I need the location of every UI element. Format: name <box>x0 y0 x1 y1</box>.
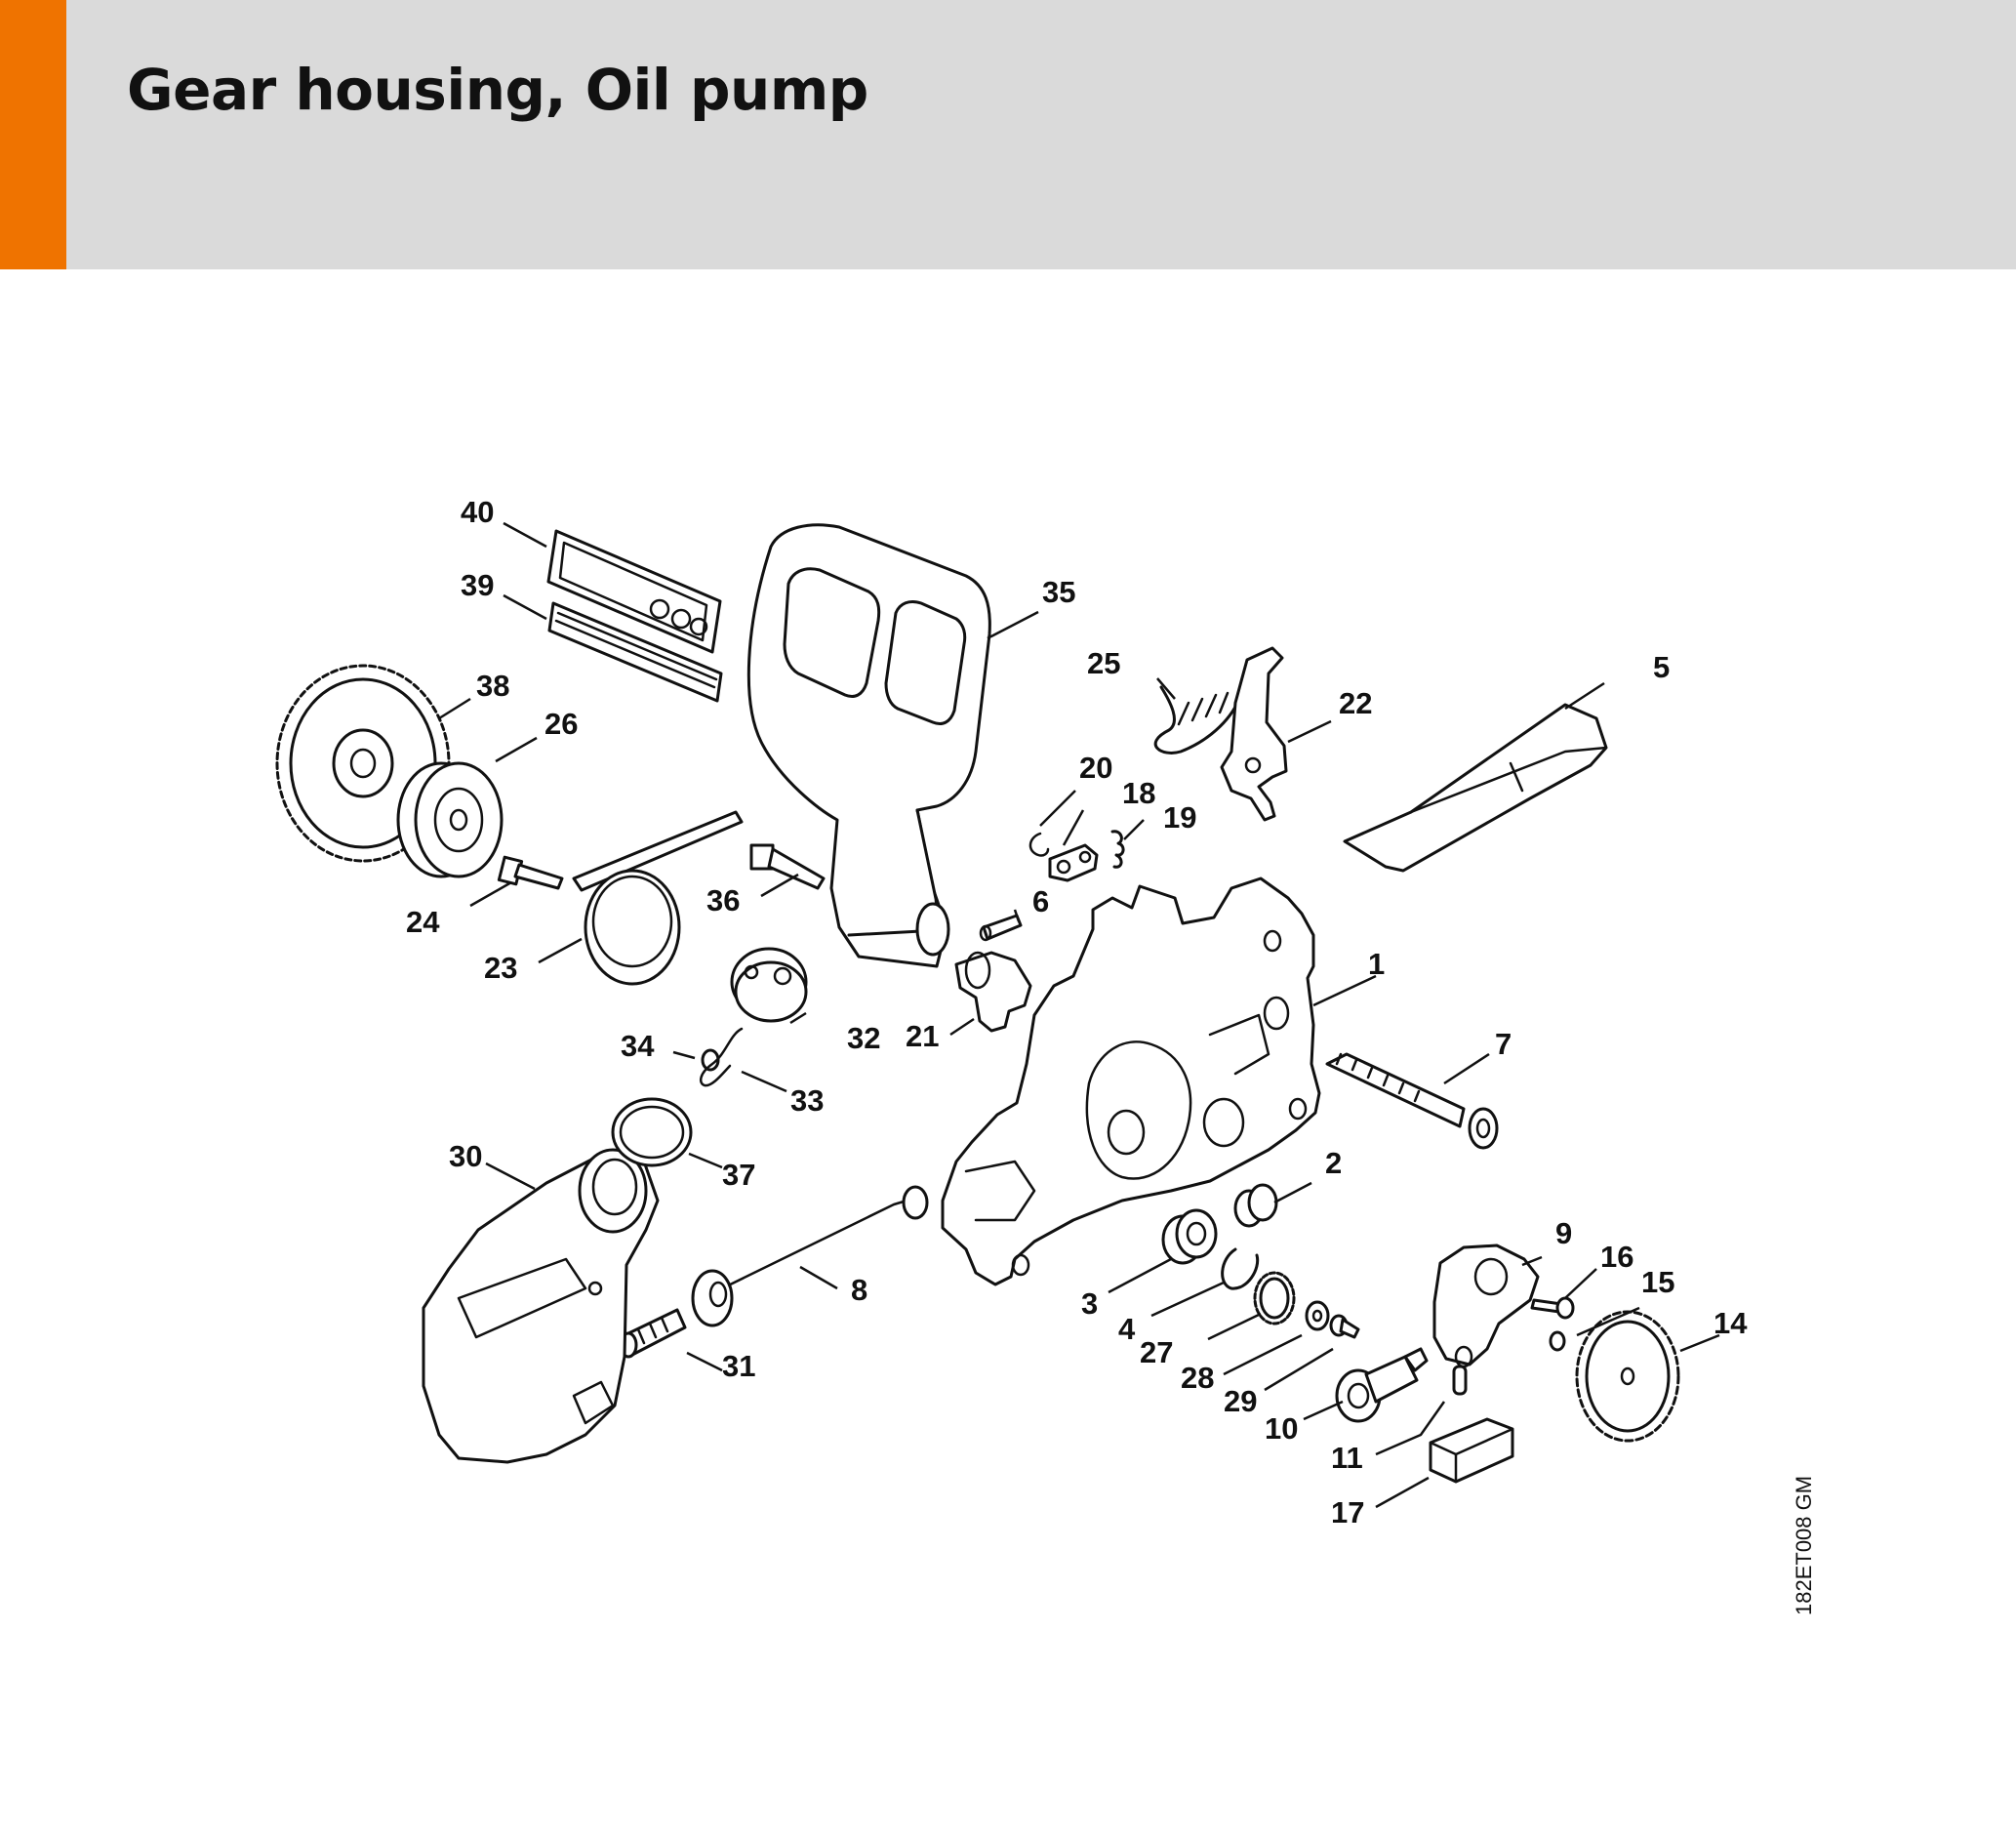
callout-27: 27 <box>1140 1335 1173 1369</box>
part-o-ring <box>611 1097 693 1167</box>
callout-36: 36 <box>706 883 740 918</box>
part-circlip <box>1221 1247 1260 1290</box>
callout-11: 11 <box>1331 1441 1363 1475</box>
part-plate <box>547 601 723 703</box>
callout-3: 3 <box>1081 1286 1098 1321</box>
part-oil-pump-housing <box>1432 1244 1540 1368</box>
callout-31: 31 <box>722 1349 755 1383</box>
part-spring-19 <box>1110 830 1125 869</box>
callout-18: 18 <box>1122 776 1155 810</box>
part-screw-24 <box>497 855 564 890</box>
part-block <box>1429 1417 1514 1484</box>
part-pin-11 <box>1452 1365 1468 1396</box>
part-tank-cap <box>730 947 808 1023</box>
callout-19: 19 <box>1163 800 1196 835</box>
callout-1: 1 <box>1368 947 1385 981</box>
callout-4: 4 <box>1118 1312 1136 1346</box>
part-e-clip <box>1028 832 1050 857</box>
callout-10: 10 <box>1265 1411 1298 1446</box>
part-oil-filter <box>619 1308 687 1359</box>
callout-6: 6 <box>1032 884 1049 918</box>
leader-lines <box>438 521 1720 1509</box>
part-screw-16 <box>1530 1296 1575 1320</box>
part-pump-piston <box>1335 1347 1429 1423</box>
callout-38: 38 <box>476 669 509 703</box>
callout-28: 28 <box>1181 1361 1214 1395</box>
callout-2: 2 <box>1325 1146 1342 1180</box>
callout-40: 40 <box>461 495 494 529</box>
callout-30: 30 <box>449 1139 482 1173</box>
part-gear-housing <box>941 877 1321 1286</box>
callout-7: 7 <box>1495 1027 1512 1061</box>
callout-5: 5 <box>1653 650 1670 684</box>
orange-accent-bar <box>0 0 66 269</box>
callout-labels: 40 39 35 25 5 22 38 26 20 18 19 24 36 6 … <box>406 495 1748 1529</box>
part-tension-spring <box>1153 685 1241 754</box>
callout-34: 34 <box>621 1029 655 1063</box>
part-oil-tank <box>422 1148 660 1464</box>
callout-8: 8 <box>851 1273 867 1307</box>
callout-15: 15 <box>1641 1265 1674 1299</box>
callout-37: 37 <box>722 1158 755 1192</box>
header-bar: Gear housing, Oil pump <box>0 0 2016 269</box>
callout-25: 25 <box>1087 646 1120 680</box>
callout-21: 21 <box>906 1019 939 1053</box>
part-link-18 <box>1048 843 1099 882</box>
part-clutch-drum <box>396 761 504 878</box>
part-screw-36 <box>749 843 826 890</box>
callout-26: 26 <box>544 707 578 741</box>
part-screw-29 <box>1329 1314 1360 1339</box>
part-hand-guard <box>746 523 991 968</box>
callout-22: 22 <box>1339 686 1372 720</box>
page-title: Gear housing, Oil pump <box>127 57 868 123</box>
part-bar-stud <box>1325 1052 1499 1150</box>
part-decal-label <box>546 529 722 654</box>
part-needle-bearing <box>1233 1183 1278 1228</box>
part-ball-bearing <box>1161 1208 1218 1265</box>
part-cam-21 <box>954 951 1032 1033</box>
callout-32: 32 <box>847 1021 880 1055</box>
callout-20: 20 <box>1079 751 1112 785</box>
callout-24: 24 <box>406 905 440 939</box>
part-washer-28 <box>1305 1300 1330 1331</box>
part-oil-suction-hose <box>691 1185 929 1327</box>
callout-35: 35 <box>1042 575 1075 609</box>
part-brake-band <box>572 810 744 986</box>
part-washer-15 <box>1549 1330 1566 1352</box>
callout-39: 39 <box>461 568 494 602</box>
part-brake-lever <box>1220 646 1288 822</box>
callout-17: 17 <box>1331 1495 1364 1529</box>
callout-29: 29 <box>1224 1384 1257 1418</box>
diagram-reference-code: 182ET008 GM <box>1792 1475 1816 1615</box>
callout-16: 16 <box>1600 1240 1633 1274</box>
part-pinion-gear <box>1253 1271 1296 1325</box>
part-cover-plate <box>1343 703 1608 873</box>
callout-9: 9 <box>1555 1216 1572 1250</box>
part-retaining-wire <box>699 1027 744 1087</box>
callout-33: 33 <box>790 1083 824 1118</box>
part-worm-gear <box>1575 1310 1680 1443</box>
callout-14: 14 <box>1714 1306 1748 1340</box>
callout-23: 23 <box>484 951 517 985</box>
part-pin-6 <box>979 914 1023 942</box>
